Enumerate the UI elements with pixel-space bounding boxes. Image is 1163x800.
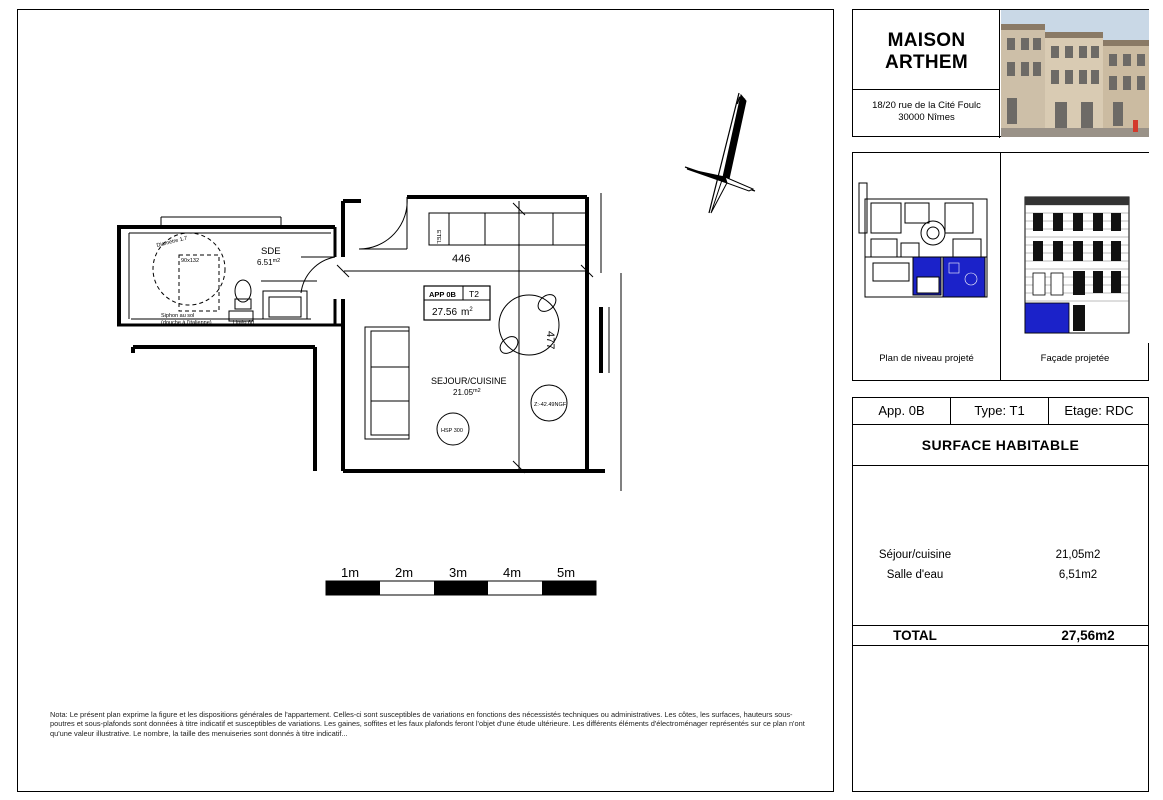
linen-label: Linéo 60 xyxy=(233,320,254,326)
shower-size-label: 90x132 xyxy=(181,258,199,264)
sejour-room-area: 21.05m2 xyxy=(453,388,481,397)
north-arrow-icon: N xyxy=(684,92,756,214)
scale-label-3: 3m xyxy=(449,565,467,580)
sde-room-name: SDE xyxy=(261,246,281,257)
surface-row-sejour: Séjour/cuisine 21,05m2 xyxy=(853,546,1148,564)
siphon-label-line2: (douche à l'italienne) xyxy=(161,320,212,326)
total-row: TOTAL 27,56m2 xyxy=(853,625,1148,646)
surface-row-salle-eau: Salle d'eau 6,51m2 xyxy=(853,566,1148,584)
sde-room-area: 6.51m2 xyxy=(257,258,280,267)
floor-plan-panel: N xyxy=(17,9,834,792)
facade-caption: Façade projetée xyxy=(1040,353,1110,364)
thumbnails-panel: Plan de niveau projeté xyxy=(852,152,1149,381)
app-tag-id: APP 0B xyxy=(429,290,457,299)
surface-info-panel: App. 0B Type: T1 Etage: RDC SURFACE HABI… xyxy=(852,397,1149,792)
scale-label-1: 1m xyxy=(341,565,359,580)
brand-title: MAISON ARTHEM xyxy=(853,30,1000,74)
shower-turning-circle xyxy=(152,232,226,306)
surface-label: Séjour/cuisine xyxy=(878,549,952,561)
apartment-type: Type: T1 xyxy=(951,398,1049,424)
level-plan-thumbnail: Plan de niveau projeté xyxy=(853,153,1001,381)
address-line2: 30000 Nîmes xyxy=(898,112,955,123)
shower-diameter-label: Diamètre 1.7 xyxy=(156,235,188,248)
scale-label-4: 4m xyxy=(503,565,521,580)
scale-bar xyxy=(325,580,597,596)
etel-label: ETEL xyxy=(435,230,441,244)
surface-title: SURFACE HABITABLE xyxy=(853,425,1148,466)
brand-panel: MAISON ARTHEM 18/20 rue de la Cité Foulc… xyxy=(852,9,1149,138)
apartment-floor: Etage: RDC xyxy=(1064,403,1134,418)
apartment-number: App. 0B xyxy=(853,398,951,424)
address-line1: 18/20 rue de la Cité Foulc xyxy=(872,100,981,111)
sde-room-walls xyxy=(117,216,341,471)
apartment-info-row: App. 0B Type: T1 Etage: RDC xyxy=(853,398,1148,425)
total-value: 27,56m2 xyxy=(1061,628,1115,643)
level-plan-drawing xyxy=(853,153,1000,343)
siphon-label-line1: Siphon au sol xyxy=(161,313,194,319)
facade-drawing xyxy=(1001,153,1149,343)
width-dimension: 446 xyxy=(452,253,470,265)
svg-text:N: N xyxy=(735,95,747,109)
surface-value: 21,05m2 xyxy=(1055,549,1101,561)
floor-level-label: Z:-42.49NGF xyxy=(534,402,567,408)
main-room-walls xyxy=(336,193,622,491)
toilet-icon xyxy=(228,279,254,322)
total-label: TOTAL xyxy=(893,628,937,643)
shower-tray xyxy=(178,254,220,312)
surface-label: Salle d'eau xyxy=(886,569,944,581)
app-tag-type: T2 xyxy=(469,289,479,299)
floor-plan-drawing: N xyxy=(117,92,756,596)
brand-title-line2: ARTHEM xyxy=(884,52,969,73)
corridor-walls xyxy=(300,199,361,471)
depth-dimension: 477 xyxy=(544,331,556,349)
scale-label-2: 2m xyxy=(395,565,413,580)
surface-value: 6,51m2 xyxy=(1058,569,1098,581)
brand-address: 18/20 rue de la Cité Foulc 30000 Nîmes xyxy=(853,100,1000,124)
ceiling-height-label: HSP 300 xyxy=(441,428,463,434)
facade-thumbnail: Façade projetée xyxy=(1001,153,1149,381)
sejour-room-name: SEJOUR/CUISINE xyxy=(431,376,507,386)
brand-title-line1: MAISON xyxy=(887,30,966,51)
level-plan-caption: Plan de niveau projeté xyxy=(879,353,974,364)
washbasin xyxy=(268,296,302,318)
disclaimer-note: Nota: Le présent plan exprime la figure … xyxy=(50,710,805,738)
apartment-tag xyxy=(423,285,491,321)
scale-label-5: 5m xyxy=(557,565,575,580)
brand-block: MAISON ARTHEM 18/20 rue de la Cité Foulc… xyxy=(853,10,1000,138)
building-photo xyxy=(1001,10,1149,137)
brand-divider xyxy=(853,89,1000,90)
